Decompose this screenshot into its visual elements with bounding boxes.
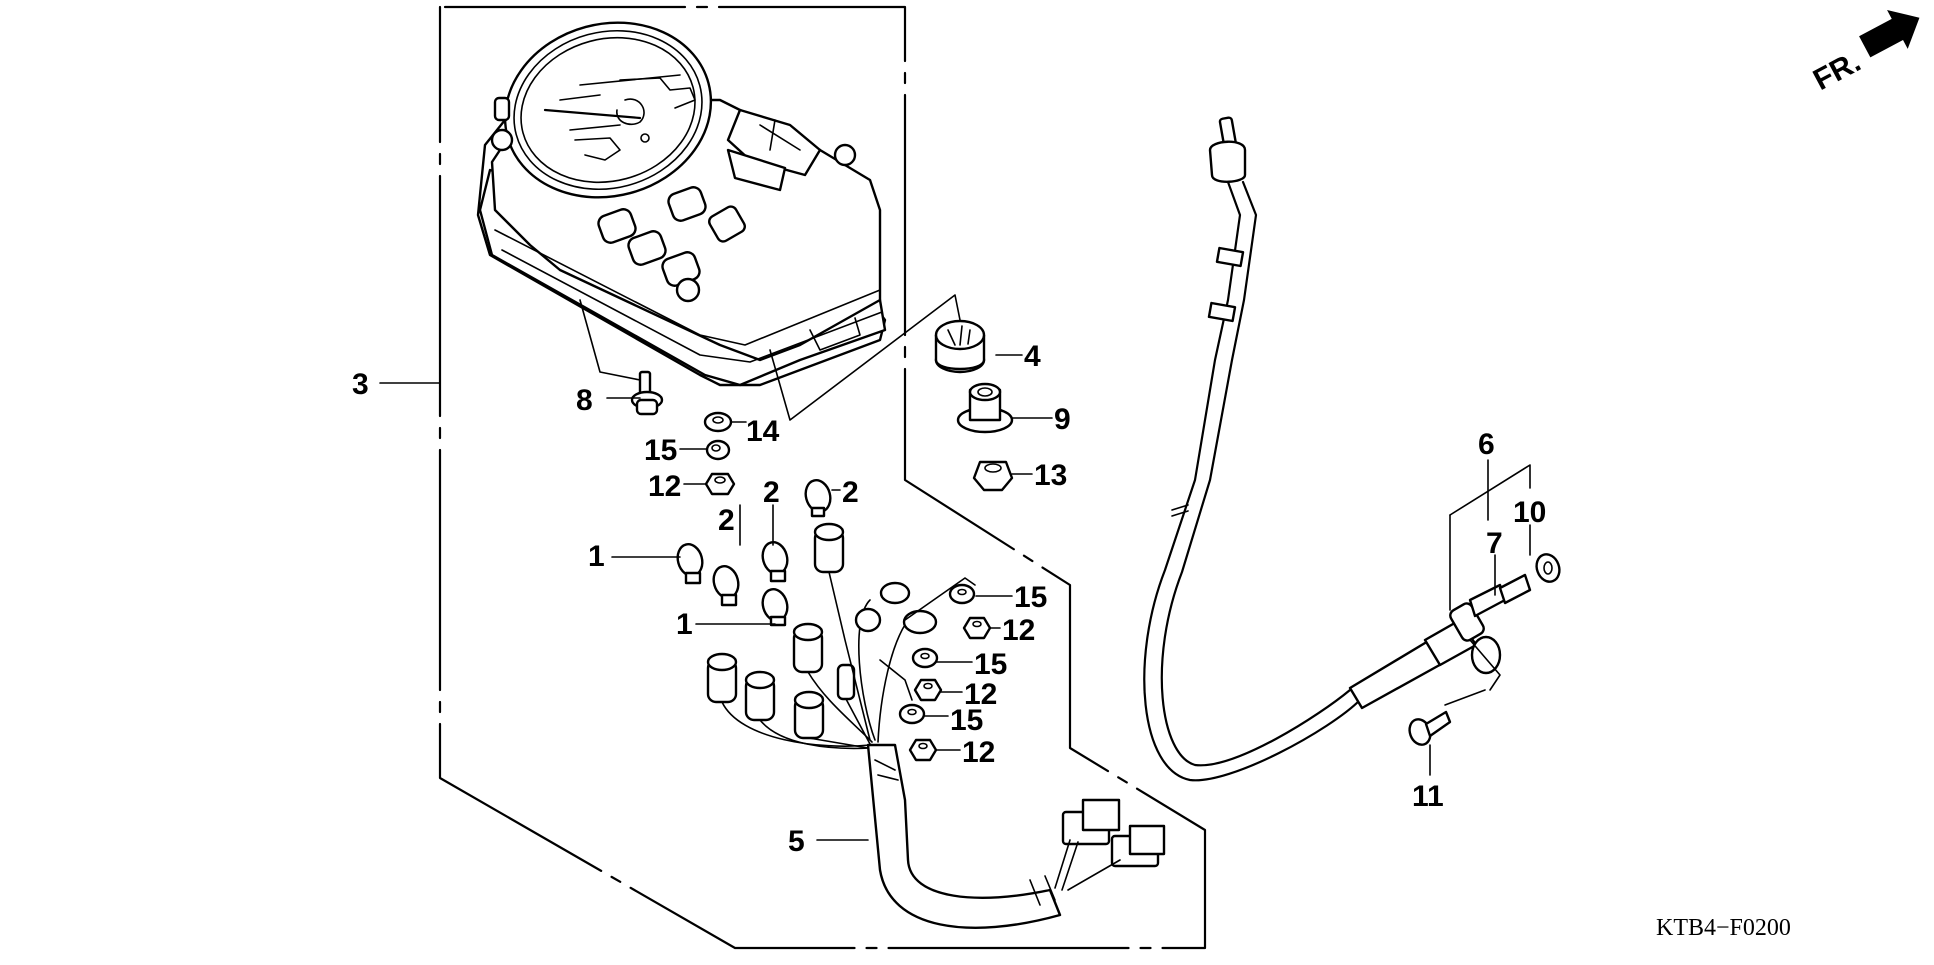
bulbs (676, 479, 832, 627)
front-label: FR. (1808, 45, 1866, 97)
nut-12-b (962, 616, 992, 640)
speedometer-cable-6 (1143, 116, 1532, 782)
callout-1: 1 (676, 608, 693, 641)
nut-12-c (913, 678, 943, 702)
washer-15-d (898, 703, 926, 725)
callout-2: 2 (842, 476, 859, 509)
socket (813, 522, 845, 574)
nut-13 (972, 460, 1014, 492)
callout-13: 13 (1034, 459, 1067, 492)
callout-2: 2 (763, 476, 780, 509)
washer-15-c (911, 647, 939, 669)
callout-labels: 3 8 14 15 12 4 9 13 2 2 2 1 1 15 12 15 1… (352, 340, 1546, 858)
nut-12-a (704, 472, 736, 496)
washer-14 (703, 411, 733, 433)
bulb-2-top-right (804, 479, 832, 518)
meter-assembly (476, 21, 887, 387)
front-direction-arrow-icon (1859, 10, 1920, 58)
callout-15: 15 (1014, 581, 1047, 614)
callout-1: 1 (588, 540, 605, 573)
washer-15-a (705, 439, 731, 461)
bolt-8 (630, 370, 664, 416)
callout-9: 9 (1054, 403, 1071, 436)
callout-12: 12 (648, 470, 681, 503)
callout-5: 5 (788, 825, 805, 858)
callout-leaders (379, 354, 1531, 841)
nut-12-d (908, 738, 938, 762)
wire-harness-5 (706, 522, 1166, 929)
callout-14: 14 (746, 415, 780, 448)
callout-15: 15 (644, 434, 677, 467)
socket (793, 690, 825, 740)
callout-12: 12 (1002, 614, 1035, 647)
callout-2: 2 (718, 504, 735, 537)
bulb-2-mid (761, 541, 789, 583)
rubber-mount-4 (934, 319, 986, 374)
callout-8: 8 (576, 384, 593, 417)
callout-12: 12 (962, 736, 995, 769)
front-direction-indicator: FR. (1808, 10, 1920, 97)
diagram-code: KTB4−F0200 (1656, 915, 1791, 941)
callout-4: 4 (1024, 340, 1041, 373)
washer-10 (1535, 553, 1561, 583)
screw-11 (1408, 710, 1452, 746)
callout-12: 12 (964, 678, 997, 711)
callout-15: 15 (950, 704, 983, 737)
callout-3: 3 (352, 368, 369, 401)
socket (792, 622, 824, 674)
leader-line (769, 294, 961, 421)
socket (836, 663, 856, 701)
callout-7: 7 (1486, 527, 1503, 560)
bulb-1-lower (761, 588, 789, 627)
callout-11: 11 (1412, 780, 1444, 813)
socket (706, 652, 738, 704)
connector (1110, 824, 1166, 868)
bulb-2-left (712, 565, 740, 607)
washer-15-b (948, 583, 976, 605)
callout-15: 15 (974, 648, 1007, 681)
callout-10: 10 (1513, 496, 1546, 529)
callout-6: 6 (1478, 428, 1495, 461)
connector (1061, 798, 1121, 846)
assembly-frame (438, 5, 1207, 950)
socket (744, 670, 776, 722)
bulb-1-left (676, 543, 704, 585)
collar-9 (956, 382, 1014, 434)
